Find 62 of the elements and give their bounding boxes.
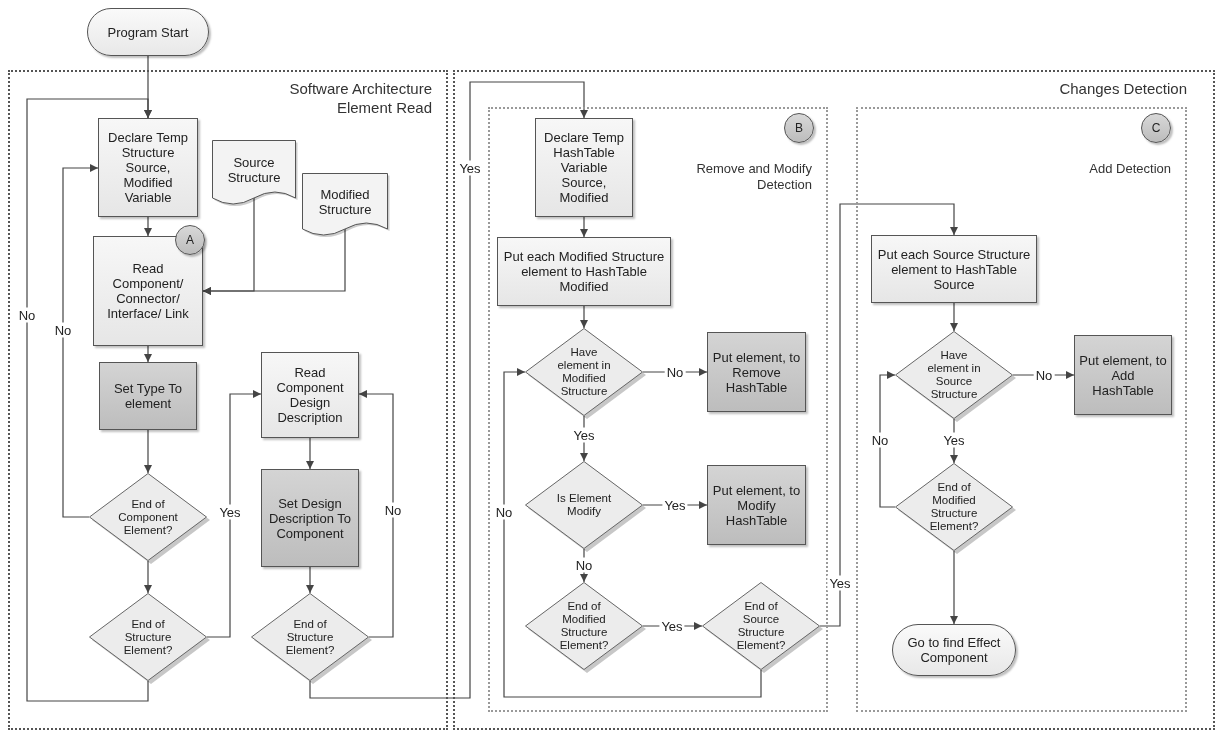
process-box: Declare Temp HashTable Variable Source, Modified bbox=[535, 118, 633, 217]
connector-circle: C bbox=[1141, 113, 1171, 143]
edge-label: Yes bbox=[457, 160, 483, 176]
edge-label: No bbox=[869, 432, 891, 448]
decision-diamond: End of Structure Element? bbox=[251, 593, 369, 681]
edge-label: Yes bbox=[571, 427, 597, 443]
group-title: Remove and Modify Detection bbox=[695, 161, 812, 194]
arrow bbox=[206, 390, 262, 638]
decision-diamond: End of Modified Structure Element? bbox=[525, 582, 643, 670]
edge-label: No bbox=[493, 504, 515, 520]
arrow bbox=[144, 429, 152, 474]
arrow bbox=[819, 203, 958, 627]
process-box: Set Design Description To Component bbox=[261, 469, 359, 567]
arrow bbox=[306, 437, 314, 470]
process-box: Put each Modified Structure element to HashTable Modified bbox=[497, 237, 671, 306]
arrow bbox=[879, 371, 896, 508]
group-frame bbox=[488, 107, 828, 712]
process-box: Read Component Design Description bbox=[261, 352, 359, 438]
decision-diamond: End of Structure Element? bbox=[89, 593, 207, 681]
arrow bbox=[144, 216, 152, 237]
terminal-shape: Go to find Effect Component bbox=[892, 624, 1016, 676]
edge-label: Yes bbox=[217, 504, 243, 520]
decision-diamond: End of Modified Structure Element? bbox=[895, 463, 1013, 551]
terminal-shape: Program Start bbox=[87, 8, 209, 56]
edge-label: No bbox=[16, 307, 38, 323]
arrow bbox=[202, 228, 346, 295]
process-box: Put element, to Remove HashTable bbox=[707, 332, 806, 412]
arrow bbox=[26, 98, 152, 702]
arrow bbox=[358, 390, 394, 638]
arrow bbox=[144, 560, 152, 594]
decision-diamond: Is Element Modify bbox=[525, 461, 643, 549]
group-frame bbox=[8, 70, 448, 730]
group-title: Add Detection bbox=[1088, 161, 1171, 178]
arrow bbox=[62, 164, 99, 518]
process-box: Declare Temp Structure Source, Modified Variable bbox=[98, 118, 198, 217]
arrow bbox=[580, 305, 588, 329]
group-title: Changes Detection bbox=[1058, 80, 1187, 99]
group-frame bbox=[453, 70, 1215, 730]
process-box: Put each Source Structure element to HashTable Source bbox=[871, 235, 1037, 303]
process-box: Put element, to Add HashTable bbox=[1074, 335, 1172, 415]
arrow bbox=[503, 368, 762, 698]
group-title: Software Architecture Element Read bbox=[288, 80, 432, 118]
arrow bbox=[306, 566, 314, 594]
arrow bbox=[144, 345, 152, 363]
group-frame bbox=[856, 107, 1187, 712]
arrow bbox=[309, 81, 588, 699]
connector-circle: B bbox=[784, 113, 814, 143]
process-box: Put element, to Modify HashTable bbox=[707, 465, 806, 545]
arrow bbox=[950, 550, 958, 625]
edge-label: No bbox=[52, 322, 74, 338]
connector-circle: A bbox=[175, 225, 205, 255]
arrow bbox=[580, 216, 588, 238]
edge-label: No bbox=[382, 502, 404, 518]
process-box: Set Type To element bbox=[99, 362, 197, 430]
decision-diamond: End of Source Structure Element? bbox=[702, 582, 820, 670]
decision-diamond: Have element in Modified Structure bbox=[525, 328, 643, 416]
edge-label: Yes bbox=[827, 575, 853, 591]
arrow bbox=[950, 302, 958, 332]
edge-label: No bbox=[573, 557, 595, 573]
decision-diamond: End of Component Element? bbox=[89, 473, 207, 561]
edge-label: Yes bbox=[941, 432, 967, 448]
decision-diamond: Have element in Source Structure bbox=[895, 331, 1013, 419]
